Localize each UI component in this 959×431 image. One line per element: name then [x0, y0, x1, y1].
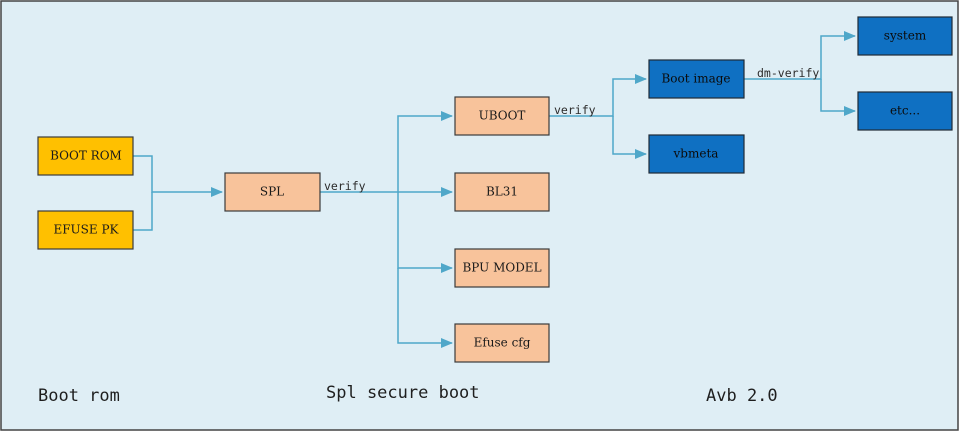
node-uboot-label: UBOOT: [479, 109, 526, 123]
node-system-label: system: [884, 29, 927, 43]
node-efuse-pk: EFUSE PK: [37, 210, 134, 250]
section-label-spl-secure-boot: Spl secure boot: [326, 383, 480, 403]
connector-uboot-bootimage: [549, 74, 647, 117]
node-spl: SPL: [224, 172, 321, 212]
node-boot-rom-label: BOOT ROM: [50, 149, 122, 163]
node-etc-label: etc...: [890, 104, 920, 118]
node-boot-rom: BOOT ROM: [37, 136, 134, 176]
edge-label-dm-verify: dm-verify: [757, 66, 819, 80]
edge-label-spl-verify: verify: [324, 179, 366, 193]
node-boot-image-label: Boot image: [661, 72, 730, 86]
section-label-avb: Avb 2.0: [706, 386, 778, 406]
edge-label-uboot-verify: verify: [554, 103, 596, 117]
node-vbmeta-label: vbmeta: [673, 147, 719, 161]
connector-efusepk-spl: [133, 192, 153, 231]
node-bpu-model: BPU MODEL: [454, 248, 550, 288]
section-label-boot-rom: Boot rom: [38, 386, 120, 406]
node-vbmeta: vbmeta: [648, 134, 745, 174]
connector-spl-uboot: [320, 111, 453, 193]
connector-bootimage-etc: [820, 79, 856, 116]
connector-uboot-vbmeta: [612, 116, 647, 159]
node-bl31: BL31: [454, 172, 550, 212]
node-system: system: [857, 16, 953, 56]
connectors: [133, 31, 856, 348]
node-uboot: UBOOT: [454, 96, 550, 136]
connector-bootimage-system: [744, 31, 856, 80]
node-boot-image: Boot image: [648, 59, 745, 99]
node-efuse-cfg: Efuse cfg: [454, 323, 550, 363]
node-bpu-model-label: BPU MODEL: [462, 261, 541, 275]
node-spl-label: SPL: [260, 185, 284, 199]
connector-spl-efusecfg: [397, 268, 453, 348]
node-efuse-pk-label: EFUSE PK: [53, 223, 119, 237]
connector-bootrom-spl: [133, 155, 223, 197]
node-bl31-label: BL31: [486, 185, 518, 199]
node-etc: etc...: [857, 91, 953, 131]
node-efuse-cfg-label: Efuse cfg: [474, 336, 531, 350]
